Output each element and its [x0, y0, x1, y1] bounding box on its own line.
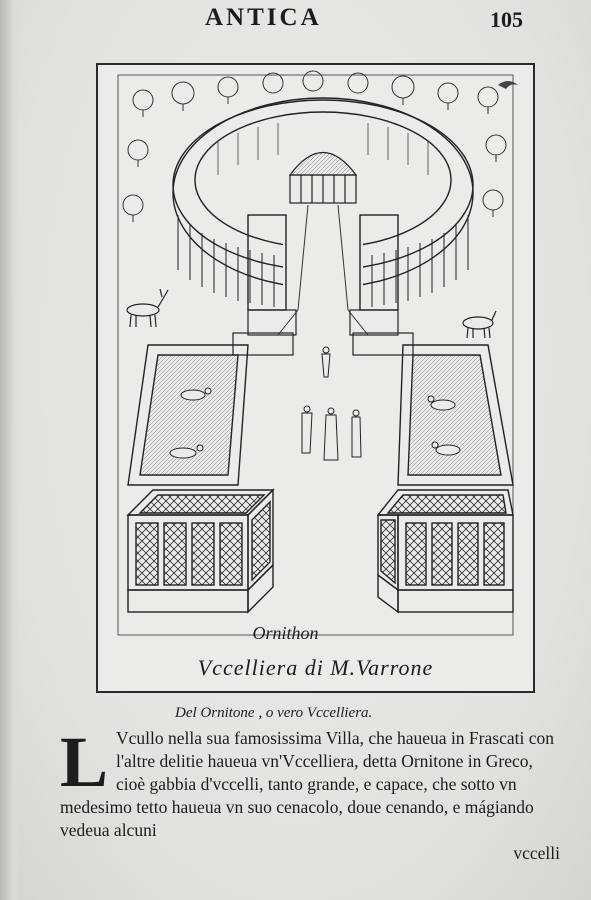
section-heading: Del Ornitone , o vero Vccelliera.	[175, 705, 373, 721]
central-tholos	[288, 151, 358, 204]
right-aviary-cage	[376, 489, 514, 614]
deer-left	[126, 288, 169, 328]
left-fishpond	[127, 344, 249, 486]
running-head: ANTICA	[205, 4, 322, 31]
paragraph-text: Vcullo nella sua famosissima Villa, che …	[60, 728, 554, 840]
engraving-plate: Ornithon Vccelliera di M.Varrone	[96, 63, 535, 693]
ducks	[169, 387, 461, 459]
plate-caption-varrone: Vccelliera di M.Varrone	[197, 655, 434, 680]
left-aviary-cage	[126, 488, 275, 614]
tree-trunks	[132, 97, 497, 222]
body-paragraph: L Vcullo nella sua famosissima Villa, ch…	[60, 722, 560, 865]
aviary-engraving	[117, 70, 518, 636]
binding-gutter	[0, 0, 20, 900]
bird-top-right	[498, 81, 518, 89]
drop-cap: L	[60, 722, 109, 802]
plate-caption-ornithon: Ornithon	[252, 623, 319, 643]
central-walk	[277, 204, 369, 336]
page-number: 105	[490, 7, 523, 32]
right-fishpond	[397, 344, 514, 486]
colonnade-columns	[177, 215, 469, 307]
human-figures	[301, 346, 362, 461]
deer-right	[462, 310, 497, 339]
catchword: vccelli	[513, 843, 560, 863]
